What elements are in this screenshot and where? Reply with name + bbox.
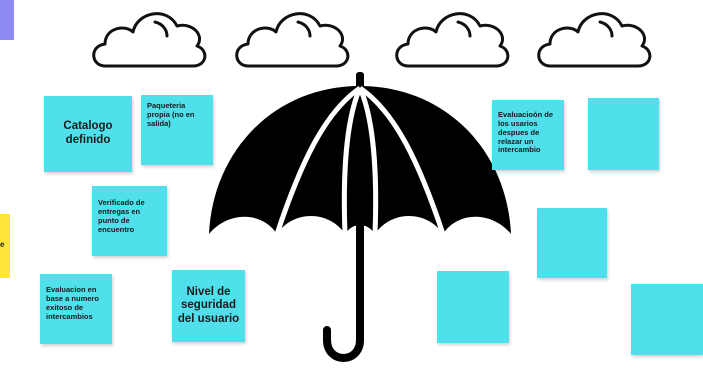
empty-note[interactable] — [437, 271, 509, 343]
note-evaluacion-usuarios[interactable]: Evaluacioón de los usarios despues de re… — [492, 100, 564, 170]
note-text: Evaluacion en base a numero exitoso de i… — [46, 286, 106, 321]
note-evaluacion-base[interactable]: Evaluacion en base a numero exitoso de i… — [40, 274, 112, 344]
partial-yellow-note-text: e — [0, 240, 4, 249]
cloud-icon[interactable] — [388, 2, 516, 72]
note-text: Evaluacioón de los usarios despues de re… — [498, 111, 558, 155]
partial-purple-note[interactable] — [0, 0, 14, 40]
empty-note[interactable] — [588, 98, 659, 170]
note-text: Catalogo definido — [44, 120, 132, 147]
note-text: Paqueteria propia (no en salida) — [147, 102, 207, 129]
note-verificado-entregas[interactable]: Verificado de entregas en punto de encue… — [92, 186, 167, 256]
note-text: Verificado de entregas en punto de encue… — [98, 199, 161, 234]
note-paqueteria-propia[interactable]: Paqueteria propia (no en salida) — [141, 95, 213, 165]
empty-note[interactable] — [537, 208, 607, 278]
note-text: Nivel de seguridad del usuario — [176, 286, 241, 327]
cloud-icon[interactable] — [530, 2, 658, 72]
empty-note[interactable] — [631, 284, 703, 355]
cloud-icon[interactable] — [85, 2, 213, 72]
partial-yellow-note[interactable]: e — [0, 214, 10, 278]
note-nivel-seguridad[interactable]: Nivel de seguridad del usuario — [172, 270, 245, 342]
note-catalogo-definido[interactable]: Catalogo definido — [44, 96, 132, 172]
cloud-icon[interactable] — [228, 2, 356, 72]
